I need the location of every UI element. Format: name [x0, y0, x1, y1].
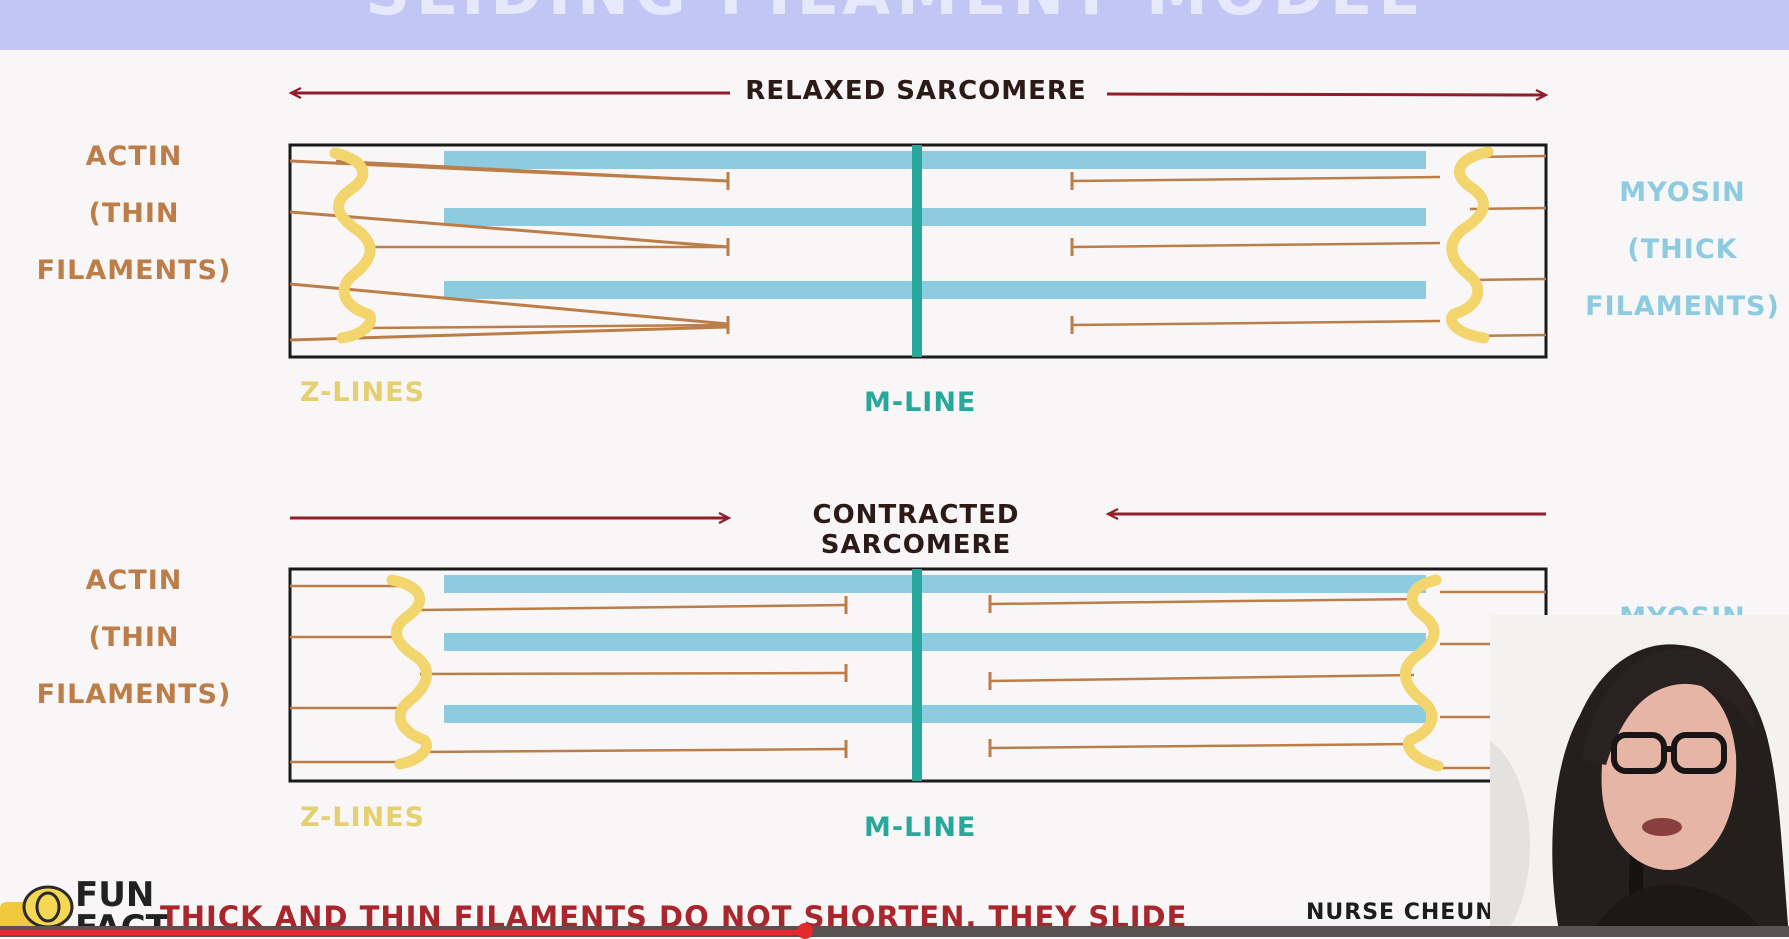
relaxed-actin-line-1: ACTIN: [85, 141, 183, 172]
relaxed-actin-line-3: FILAMENTS): [36, 255, 232, 286]
relaxed-myosin-label: MYOSIN (THICK FILAMENTS): [1576, 164, 1789, 335]
relaxed-sarcomere-title: RELAXED SARCOMERE: [745, 76, 1087, 106]
actin-filament: [419, 747, 847, 754]
contracted-z-lines-label: Z-LINES: [300, 802, 426, 833]
video-progress-scrubber[interactable]: [797, 923, 813, 939]
actin-filament: [989, 597, 1415, 606]
actin-filament: [989, 742, 1415, 750]
relaxed-m-line-label: M-LINE: [864, 387, 977, 418]
actin-filament: [289, 282, 729, 326]
presenter-name: NURSE CHEUNG: [1306, 900, 1514, 925]
relaxed-right-arrow: [1106, 88, 1549, 101]
contracted-actin-line-1: ACTIN: [85, 565, 183, 596]
contracted-actin-line-3: FILAMENTS): [36, 679, 232, 710]
relaxed-z-lines-label: Z-LINES: [300, 377, 426, 408]
actin-filament: [1071, 241, 1441, 249]
myosin-filament: [444, 151, 1426, 169]
relaxed-actin-label: ACTIN (THIN FILAMENTS): [0, 128, 268, 299]
myosin-filament: [444, 705, 1426, 723]
scroll-icon: [0, 885, 74, 930]
presenter-webcam: [1490, 615, 1789, 937]
myosin-filament: [444, 281, 1426, 299]
fun-fact-badge-fact: FACT: [75, 908, 169, 926]
contracted-m-line: [912, 569, 922, 781]
slide-title-band: SLIDING FILAMENT MODEL: [0, 0, 1789, 50]
contracted-m-line-label: M-LINE: [864, 812, 977, 843]
contracted-z-line-left: [386, 574, 433, 770]
video-progress-played: [0, 930, 805, 935]
actin-filament: [419, 671, 847, 676]
actin-filament: [1071, 175, 1441, 183]
relaxed-myosin-line-1: MYOSIN: [1619, 177, 1746, 208]
myosin-filament: [444, 575, 1426, 593]
contracted-actin-line-2: (THIN: [88, 622, 180, 653]
slide-title: SLIDING FILAMENT MODEL: [0, 0, 1789, 29]
contracted-sarcomere: [288, 567, 1548, 783]
relaxed-z-line-left: [329, 147, 377, 344]
relaxed-myosin-line-3: FILAMENTS): [1585, 291, 1780, 322]
contracted-sarcomere-title: CONTRACTED SARCOMERE: [812, 500, 1020, 560]
actin-filament: [989, 673, 1415, 683]
myosin-filament: [444, 208, 1426, 226]
actin-filament: [289, 210, 729, 249]
relaxed-m-line: [912, 145, 922, 357]
relaxed-sarcomere: [288, 143, 1548, 359]
relaxed-z-line-right: [1446, 146, 1494, 344]
contracted-z-line-right: [1399, 574, 1444, 772]
relaxed-actin-line-2: (THIN: [88, 198, 180, 229]
actin-filament: [289, 325, 729, 342]
presenter-silhouette: [1490, 644, 1789, 937]
myosin-filament: [444, 633, 1426, 651]
actin-filament: [419, 603, 847, 612]
video-progress-track[interactable]: [0, 926, 1789, 937]
actin-filament: [1071, 319, 1441, 327]
fun-fact-badge-fun: FUN: [75, 875, 155, 915]
contracted-actin-label: ACTIN (THIN FILAMENTS): [0, 552, 268, 723]
relaxed-myosin-line-2: (THICK: [1627, 234, 1738, 265]
